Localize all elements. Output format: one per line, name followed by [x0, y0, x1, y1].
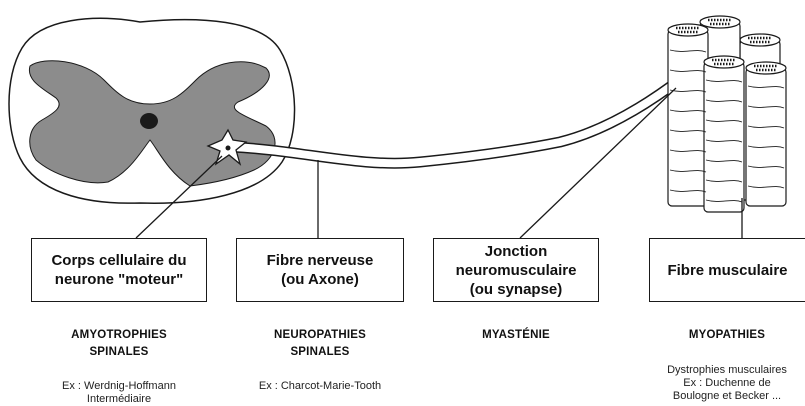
- box-nerve-fiber-line-2: (ou Axone): [267, 270, 374, 289]
- box-junction-line-3: (ou synapse): [456, 280, 577, 299]
- example-myopathies-line-2: Ex : Duchenne de: [649, 377, 805, 390]
- box-muscle-fiber: Fibre musculaire: [649, 238, 805, 302]
- axon-inner: [232, 78, 682, 163]
- leader-junction: [520, 88, 676, 238]
- category-myopathies-line-1: MYOPATHIES: [649, 327, 805, 344]
- box-junction-line-1: Jonction: [456, 242, 577, 261]
- example-neuropathies: Ex : Charcot-Marie-Tooth: [236, 380, 404, 393]
- example-myopathies-line-3: Boulogne et Becker ...: [649, 390, 805, 403]
- example-amyotrophies-line-1: Ex : Werdnig-Hoffmann: [31, 380, 207, 393]
- category-amyotrophies-line-1: AMYOTROPHIES: [31, 327, 207, 344]
- category-myasthenie-line-1: MYASTÉNIE: [433, 327, 599, 344]
- category-neuropathies-line-1: NEUROPATHIES: [236, 327, 404, 344]
- spinal-cord-section: [9, 18, 295, 203]
- example-amyotrophies-line-2: Intermédiaire: [31, 393, 207, 406]
- box-nerve-fiber-line-1: Fibre nerveuse: [267, 251, 374, 270]
- example-myopathies: Dystrophies musculaires Ex : Duchenne de…: [649, 364, 805, 403]
- category-amyotrophies-line-2: SPINALES: [31, 344, 207, 361]
- box-cell-body: Corps cellulaire du neurone "moteur": [31, 238, 207, 302]
- central-canal: [140, 113, 158, 129]
- box-junction-line-2: neuromusculaire: [456, 261, 577, 280]
- box-junction: Jonction neuromusculaire (ou synapse): [433, 238, 599, 302]
- example-neuropathies-line-1: Ex : Charcot-Marie-Tooth: [236, 380, 404, 393]
- category-neuropathies-line-2: SPINALES: [236, 344, 404, 361]
- box-nerve-fiber: Fibre nerveuse (ou Axone): [236, 238, 404, 302]
- example-myopathies-line-1: Dystrophies musculaires: [649, 364, 805, 377]
- category-myasthenie: MYASTÉNIE: [433, 327, 599, 344]
- category-amyotrophies: AMYOTROPHIES SPINALES: [31, 327, 207, 361]
- box-muscle-fiber-line-1: Fibre musculaire: [667, 261, 787, 280]
- box-cell-body-line-1: Corps cellulaire du: [51, 251, 186, 270]
- category-neuropathies: NEUROPATHIES SPINALES: [236, 327, 404, 361]
- box-cell-body-line-2: neurone "moteur": [51, 270, 186, 289]
- example-amyotrophies: Ex : Werdnig-Hoffmann Intermédiaire: [31, 380, 207, 406]
- muscle-fiber-bundle: [668, 16, 786, 212]
- neuron-nucleus: [226, 146, 231, 151]
- category-myopathies: MYOPATHIES: [649, 327, 805, 344]
